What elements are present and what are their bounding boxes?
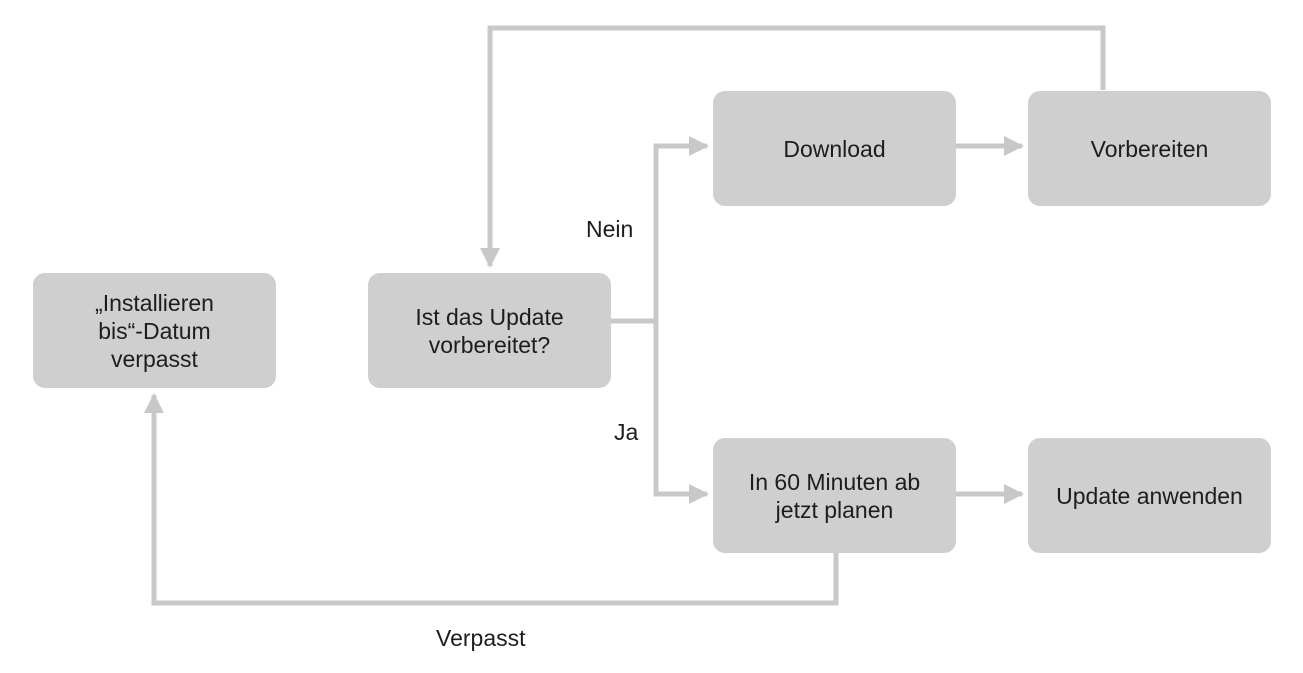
node-schedule-60-minutes: In 60 Minuten ab jetzt planen (713, 438, 956, 553)
edge-label-yes: Ja (614, 419, 639, 445)
edge-label-missed: Verpasst (436, 625, 526, 651)
node-is-update-prepared: Ist das Update vorbereitet? (368, 273, 611, 388)
edge-prepare-to-question (480, 25, 1106, 268)
edge-missed-to-deadline (144, 393, 839, 606)
edge-label-no: Nein (586, 216, 634, 242)
node-download: Download (713, 91, 956, 206)
node-missed-deadline: „Installieren bis“-Datum verpasst (33, 273, 276, 388)
edge-no-to-download (653, 136, 709, 321)
edge-yes-to-schedule (653, 321, 709, 504)
node-prepare: Vorbereiten (1028, 91, 1271, 206)
node-apply-update: Update anwenden (1028, 438, 1271, 553)
